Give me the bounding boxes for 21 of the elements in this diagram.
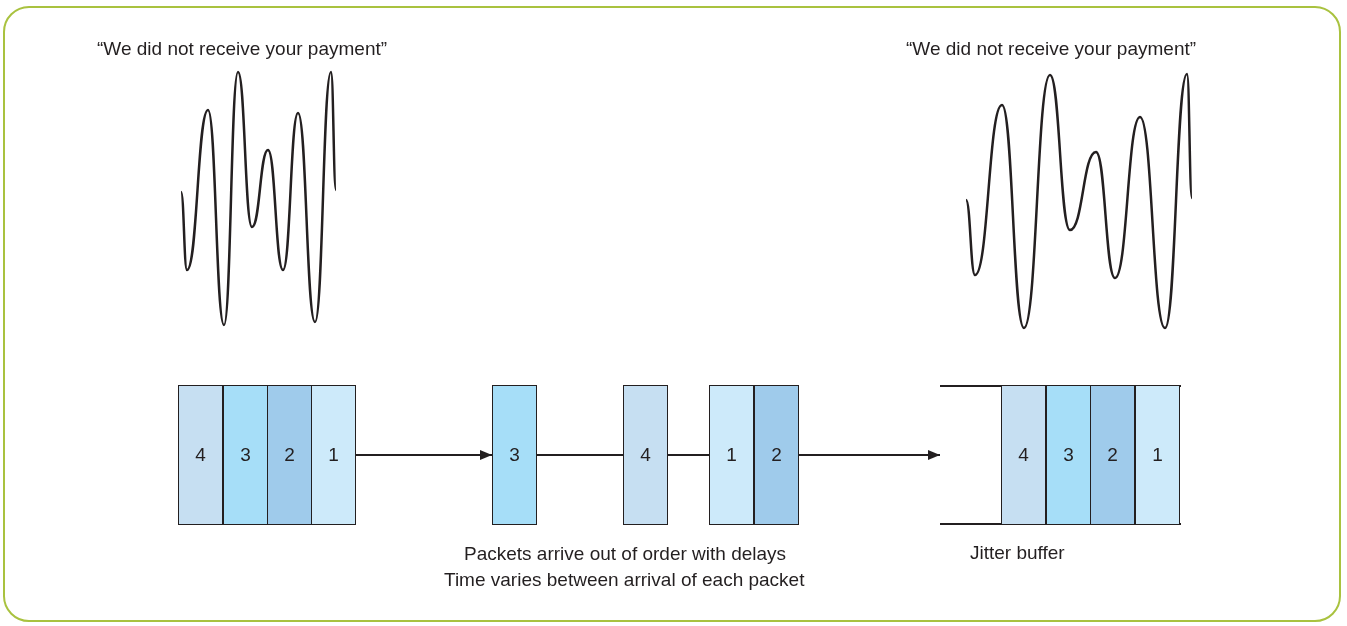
- packet-box: 1: [709, 385, 754, 525]
- packet-box: 3: [223, 385, 268, 525]
- packet-box: 2: [267, 385, 312, 525]
- caption-text: Packets arrive out of order with delays: [464, 543, 787, 565]
- packet-box: 4: [1001, 385, 1046, 525]
- packet-box: 2: [754, 385, 799, 525]
- connector-line: [536, 454, 624, 456]
- quote-text: “We did not receive your payment”: [97, 38, 388, 60]
- packet-box: 4: [623, 385, 668, 525]
- packet-box: 2: [1090, 385, 1135, 525]
- packet-box: 4: [178, 385, 223, 525]
- packet-box: 3: [492, 385, 537, 525]
- quote-text: “We did not receive your payment”: [906, 38, 1197, 60]
- packet-box: 3: [1046, 385, 1091, 525]
- buffer-label: Jitter buffer: [970, 542, 1065, 564]
- packet-box: 1: [311, 385, 356, 525]
- arrow: [355, 450, 493, 460]
- arrow: [798, 450, 941, 460]
- packet-box: 1: [1135, 385, 1180, 525]
- connector-line: [667, 454, 710, 456]
- caption-text: Time varies between arrival of each packet: [444, 569, 805, 591]
